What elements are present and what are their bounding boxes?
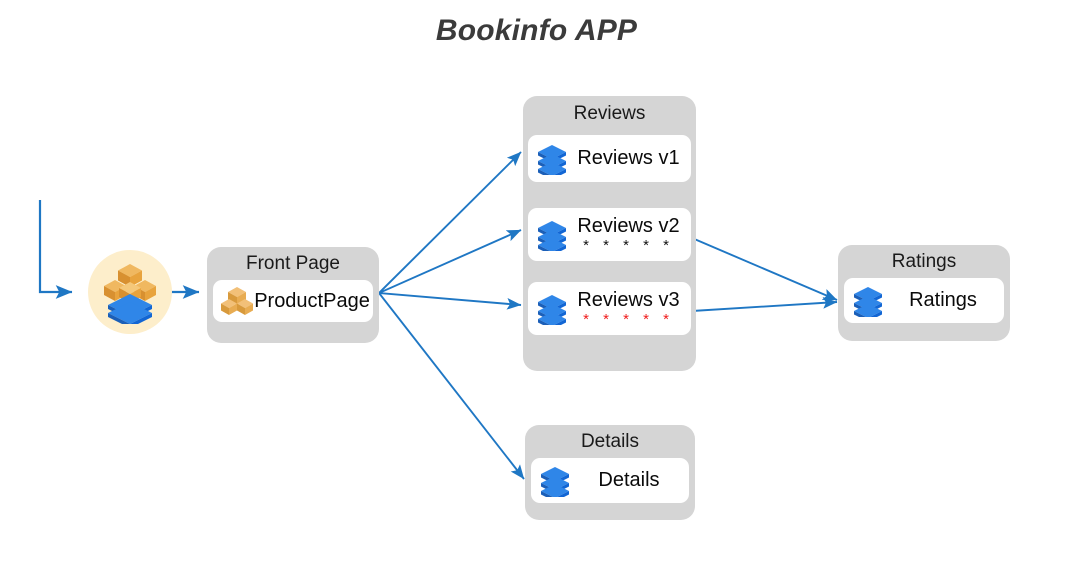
group-ratings-label: Ratings xyxy=(891,251,957,272)
group-reviews[interactable]: Reviews Reviews v1 xyxy=(523,96,696,371)
edge-productpage-to-reviews-v2 xyxy=(378,229,522,294)
istio-gateway-icon xyxy=(104,264,156,324)
group-details-label: Details xyxy=(580,431,640,452)
group-details[interactable]: Details Details xyxy=(525,425,695,520)
stack-icon xyxy=(854,286,882,317)
node-reviews-v3[interactable]: Reviews v3 * * * * * xyxy=(528,282,691,335)
edge-ingress-to-gateway xyxy=(38,200,73,299)
stack-icon xyxy=(541,466,569,497)
stack-icon xyxy=(538,144,566,175)
node-reviews-v3-text: Reviews v3 * * * * * xyxy=(572,282,685,335)
ingress-gateway-badge[interactable] xyxy=(88,250,172,334)
node-productpage-text: ProductPage xyxy=(254,280,370,322)
group-front-page-label: Front Page xyxy=(246,253,340,274)
node-details[interactable]: Details xyxy=(531,458,689,503)
page-title: Bookinfo APP xyxy=(435,14,638,47)
node-details-label: Details xyxy=(598,469,660,491)
node-reviews-v1[interactable]: Reviews v1 xyxy=(528,135,691,182)
node-reviews-v2-text: Reviews v2 * * * * * xyxy=(572,208,685,261)
stack-icon xyxy=(538,294,566,325)
group-front-page[interactable]: Front Page ProductPage xyxy=(207,247,379,343)
edge-productpage-to-reviews-v3 xyxy=(378,292,522,310)
node-productpage[interactable]: ProductPage xyxy=(213,280,373,322)
node-reviews-v2[interactable]: Reviews v2 * * * * * xyxy=(528,208,691,261)
edge-reviews-v3-to-ratings xyxy=(691,296,838,312)
node-details-text: Details xyxy=(575,458,683,503)
node-reviews-v3-rating-stars: * * * * * xyxy=(583,311,674,328)
edge-productpage-to-details xyxy=(378,292,525,480)
node-reviews-v1-label: Reviews v1 xyxy=(577,147,680,169)
node-ratings-label: Ratings xyxy=(909,289,977,311)
node-reviews-v3-label: Reviews v3 xyxy=(577,289,680,311)
node-ratings-text: Ratings xyxy=(888,278,998,323)
edge-productpage-to-reviews-v1 xyxy=(378,151,522,294)
stack-icon xyxy=(538,220,566,251)
group-reviews-label: Reviews xyxy=(573,103,646,124)
node-productpage-label: ProductPage xyxy=(254,289,370,312)
group-ratings[interactable]: Ratings Ratings xyxy=(838,245,1010,341)
node-reviews-v1-text: Reviews v1 xyxy=(572,135,685,182)
node-ratings[interactable]: Ratings xyxy=(844,278,1004,323)
cubes-icon xyxy=(221,287,253,315)
node-reviews-v2-rating-stars: * * * * * xyxy=(583,237,674,254)
node-reviews-v2-label: Reviews v2 xyxy=(577,215,680,237)
edge-reviews-v2-to-ratings xyxy=(691,237,838,301)
